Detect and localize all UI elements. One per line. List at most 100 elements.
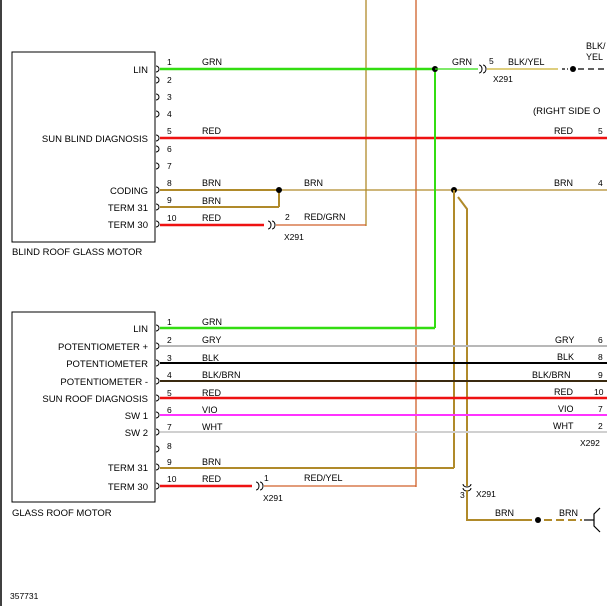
blind-motor-title: BLIND ROOF GLASS MOTOR xyxy=(12,247,142,258)
pin-contact-icon xyxy=(155,377,160,385)
blind-pin-label: CODING xyxy=(110,186,148,197)
blind-pin-number: 3 xyxy=(167,92,172,102)
connector-label: X291 xyxy=(493,74,513,84)
wire-label: BRN xyxy=(304,178,323,188)
glass-pin-number: 10 xyxy=(167,474,177,484)
connector-pin-number: 2 xyxy=(285,212,290,222)
pin-contact-icon xyxy=(155,203,160,211)
glass-pin-label: SW 1 xyxy=(125,411,148,422)
figure-id: 357731 xyxy=(10,591,39,601)
glass-pin-label: LIN xyxy=(133,324,148,335)
splice-dot xyxy=(535,517,541,523)
wire-label: RED xyxy=(202,388,222,398)
wire-label: BLK/BRN xyxy=(202,370,241,380)
connector-x291-icon xyxy=(267,220,276,230)
glass-pin-number: 2 xyxy=(167,335,172,345)
pin-contact-icon xyxy=(155,482,160,490)
splice-dot xyxy=(570,66,576,72)
wire-label: BRN xyxy=(202,196,221,206)
glass-pin-number: 5 xyxy=(167,388,172,398)
wire-label: RED xyxy=(202,213,222,223)
wire-label: VIO xyxy=(202,405,218,415)
pin-contact-icon xyxy=(155,324,160,332)
pin-contact-icon xyxy=(155,428,160,436)
connector-pin-number: 3 xyxy=(460,490,465,500)
connector-pin-number: 9 xyxy=(598,370,603,380)
pin-contact-icon xyxy=(155,445,160,453)
blind-pin-label: LIN xyxy=(133,65,148,76)
glass-motor-pins: LIN 1 POTENTIOMETER + 2 POTENTIOMETER 3 … xyxy=(42,317,176,493)
wire-label: BLK/YEL xyxy=(508,57,545,67)
wire-brn-down-b xyxy=(457,196,468,486)
blind-pin-number: 1 xyxy=(167,57,172,67)
connector-pin-number: 5 xyxy=(489,56,494,66)
connector-label: X291 xyxy=(476,489,496,499)
wire-label: BRN xyxy=(202,178,221,188)
pin-contact-icon xyxy=(155,162,160,170)
pin-contact-icon xyxy=(155,342,160,350)
wire-label: VIO xyxy=(558,404,574,414)
glass-pin-label: SW 2 xyxy=(125,428,148,439)
glass-pin-number: 8 xyxy=(167,441,172,451)
glass-pin-label: TERM 31 xyxy=(108,463,148,474)
blind-pin-number: 8 xyxy=(167,178,172,188)
wire-label: BRN xyxy=(554,178,573,188)
pin-contact-icon xyxy=(155,359,160,367)
splice-dot xyxy=(276,187,282,193)
glass-pin-label: POTENTIOMETER - xyxy=(60,377,148,388)
blind-motor-pins: LIN 1 2 3 4 SUN BLIND DIAGNOSIS 5 6 7 CO… xyxy=(42,57,177,231)
glass-motor-box xyxy=(11,311,156,503)
glass-pin-label: POTENTIOMETER + xyxy=(58,342,148,353)
wire-label: RED xyxy=(202,474,222,484)
connector-pin-number: 4 xyxy=(598,178,603,188)
blind-pin-number: 10 xyxy=(167,213,177,223)
glass-pin-number: 6 xyxy=(167,405,172,415)
glass-pin-number: 7 xyxy=(167,422,172,432)
glass-pin-number: 9 xyxy=(167,457,172,467)
wire-label: GRN xyxy=(452,57,472,67)
connector-pin-number: 6 xyxy=(598,335,603,345)
connector-x291-icon xyxy=(255,481,264,491)
pin-contact-icon xyxy=(155,65,160,73)
glass-pin-label: POTENTIOMETER xyxy=(66,359,148,370)
side-note: (RIGHT SIDE O xyxy=(533,106,600,117)
wire-label: GRN xyxy=(202,317,222,327)
pin-contact-icon xyxy=(155,93,160,101)
blind-motor-box xyxy=(11,51,156,243)
connector-label: X291 xyxy=(263,493,283,503)
wire-label: RED xyxy=(554,126,574,136)
connector-label: X292 xyxy=(580,438,600,448)
blind-pin-number: 5 xyxy=(167,126,172,136)
blind-pin-label: SUN BLIND DIAGNOSIS xyxy=(42,134,148,145)
wire-label: GRY xyxy=(555,335,574,345)
blind-pin-label: TERM 30 xyxy=(108,220,148,231)
pin-contact-icon xyxy=(155,76,160,84)
wire-label: BLK xyxy=(202,353,219,363)
blind-pin-number: 6 xyxy=(167,144,172,154)
wire-label: BRN xyxy=(495,508,514,518)
wire-label: GRN xyxy=(202,57,222,67)
wire-brn-ground xyxy=(466,490,532,521)
wire-label: YEL xyxy=(586,52,603,62)
wire-label: GRY xyxy=(202,335,221,345)
connector-pin-number: 10 xyxy=(594,387,604,397)
pin-contact-icon xyxy=(155,220,160,228)
glass-pin-label: TERM 30 xyxy=(108,482,148,493)
wire-label: WHT xyxy=(553,421,574,431)
pin-contact-icon xyxy=(155,186,160,194)
connector-pin-number: 1 xyxy=(264,473,269,483)
ground-point-icon xyxy=(593,507,601,533)
blind-pin-label: TERM 31 xyxy=(108,203,148,214)
glass-motor-title: GLASS ROOF MOTOR xyxy=(12,508,112,519)
wire-label: RED/YEL xyxy=(304,473,343,483)
wire-label: BRN xyxy=(202,457,221,467)
wire-label: RED xyxy=(554,387,574,397)
glass-pin-number: 4 xyxy=(167,370,172,380)
connector-pin-number: 7 xyxy=(598,404,603,414)
blind-pin-number: 2 xyxy=(167,75,172,85)
wire-label: BLK xyxy=(557,352,574,362)
blind-pin-number: 7 xyxy=(167,161,172,171)
pin-contact-icon xyxy=(155,134,160,142)
connector-pin-number: 8 xyxy=(598,352,603,362)
